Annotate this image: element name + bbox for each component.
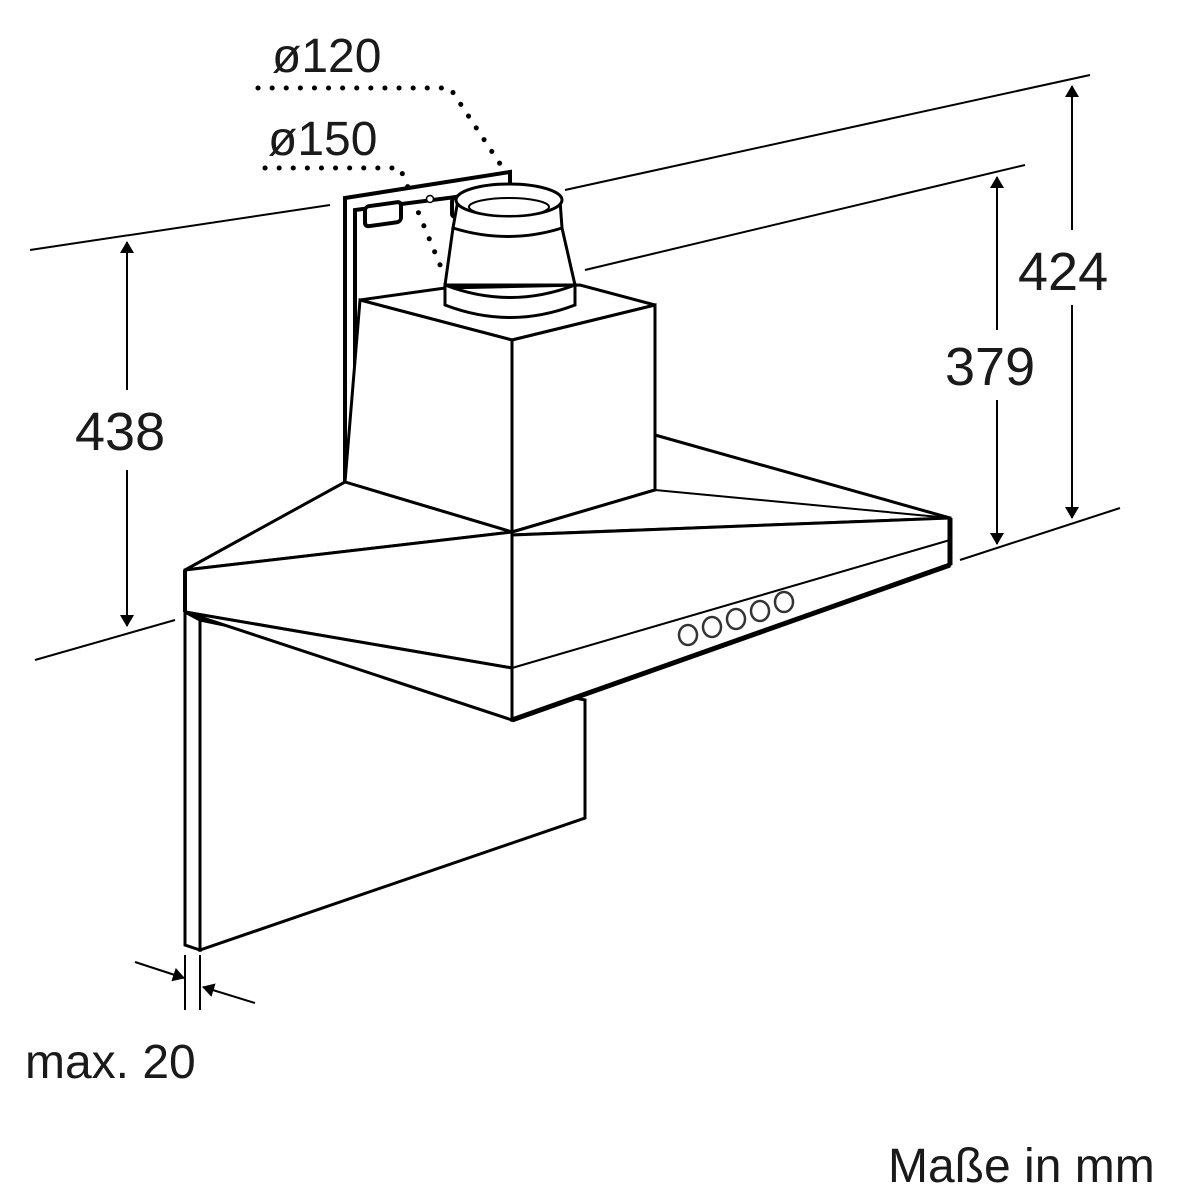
button-3 <box>725 607 747 631</box>
button-5 <box>773 590 795 614</box>
units-note: Maße in mm <box>888 1140 1155 1193</box>
button-2 <box>701 615 723 639</box>
label-height-outer-right: 424 <box>1018 242 1108 302</box>
dimension-arrows <box>120 85 1079 1010</box>
label-duct-small: ø120 <box>272 30 381 83</box>
arrow-gap-right <box>202 983 256 1004</box>
label-gap: max. 20 <box>25 1036 196 1089</box>
leader-lines <box>255 85 515 275</box>
button-4 <box>749 599 771 623</box>
button-1 <box>677 623 699 647</box>
label-height-left: 438 <box>75 402 165 462</box>
reference-lines <box>29 74 1121 661</box>
label-height-inner-right: 379 <box>945 337 1035 397</box>
control-buttons <box>677 590 795 647</box>
label-duct-large: ø150 <box>268 113 377 166</box>
duct-connector <box>443 182 577 319</box>
arrow-gap-left <box>134 961 185 982</box>
